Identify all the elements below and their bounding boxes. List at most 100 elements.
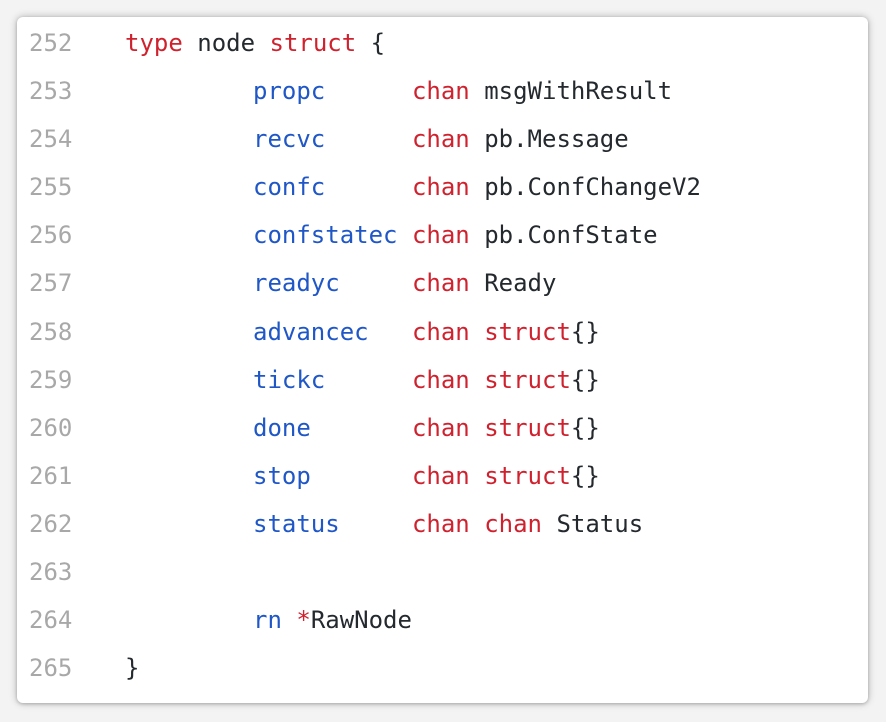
keyword-token: chan (411, 317, 470, 346)
code-token (340, 510, 412, 538)
code-line: 253 propc chan msgWithResult (17, 67, 868, 115)
field-name-token: propc (253, 77, 326, 106)
code-line: 260 done chan struct{} (17, 404, 868, 452)
code-token: pb.ConfChangeV2 (469, 173, 701, 202)
code-token: pb.Message (469, 125, 629, 154)
line-number: 252 (29, 29, 73, 57)
code-line: 254 recvc chan pb.Message (17, 115, 868, 163)
code-token: {} (570, 365, 600, 394)
line-number: 262 (29, 509, 73, 538)
keyword-token: chan (411, 125, 470, 154)
code-token (398, 221, 412, 249)
code-text: tickc chan struct{} (253, 356, 600, 404)
line-number: 263 (29, 558, 73, 587)
code-line: 252 type node struct { (17, 19, 868, 67)
field-name-token: done (253, 413, 311, 442)
code-text: } (125, 644, 139, 692)
code-token (325, 125, 412, 153)
code-text: confc chan pb.ConfChangeV2 (253, 163, 701, 211)
keyword-token: chan (411, 365, 470, 394)
line-number: 258 (29, 317, 73, 346)
code-text: done chan struct{} (253, 404, 600, 452)
code-token (325, 366, 412, 394)
code-text: status chan chan Status (253, 500, 643, 548)
keyword-token: chan (411, 509, 470, 538)
code-token: Ready (469, 269, 557, 298)
code-token: {} (570, 413, 600, 442)
field-name-token: advancec (253, 317, 369, 346)
code-token (470, 510, 484, 538)
code-text: advancec chan struct{} (253, 308, 600, 356)
code-token (311, 462, 412, 490)
field-name-token: recvc (253, 125, 326, 154)
code-line: 259 tickc chan struct{} (17, 356, 868, 404)
line-number: 260 (29, 413, 73, 442)
code-token (470, 414, 484, 442)
keyword-token: struct (484, 461, 571, 490)
keyword-token: struct (484, 365, 571, 394)
keyword-token: chan (484, 509, 542, 538)
code-token: node (182, 29, 270, 57)
code-token: RawNode (310, 606, 412, 635)
keyword-token: * (296, 606, 311, 635)
keyword-token: chan (411, 221, 470, 250)
code-token: pb.ConfState (469, 221, 658, 250)
code-token (470, 462, 484, 490)
code-token (325, 77, 412, 105)
code-token (340, 269, 412, 297)
line-number: 253 (29, 77, 73, 106)
code-line: 257 readyc chan Ready (17, 259, 868, 307)
field-name-token: confc (253, 173, 326, 202)
code-token (369, 318, 412, 346)
code-token (325, 173, 412, 201)
code-line: 262 status chan chan Status (17, 500, 868, 548)
code-text: propc chan msgWithResult (253, 67, 672, 115)
line-number: 255 (29, 173, 73, 202)
keyword-token: chan (411, 413, 470, 442)
code-text: readyc chan Ready (253, 259, 556, 307)
code-line: 255 confc chan pb.ConfChangeV2 (17, 163, 868, 211)
code-line: 263 (17, 548, 868, 596)
line-number: 259 (29, 365, 73, 394)
keyword-token: struct (484, 317, 571, 346)
code-text: confstatec chan pb.ConfState (253, 211, 658, 259)
code-text: stop chan struct{} (253, 452, 600, 500)
keyword-token: type (125, 29, 183, 57)
field-name-token: confstatec (253, 221, 398, 250)
code-token (282, 606, 296, 634)
line-number: 265 (29, 654, 73, 683)
keyword-token: struct (269, 29, 357, 57)
line-number: 261 (29, 461, 73, 490)
code-token: {} (570, 461, 600, 490)
line-number: 257 (29, 269, 73, 298)
field-name-token: tickc (253, 365, 326, 394)
code-line: 265} (17, 644, 868, 692)
keyword-token: chan (411, 77, 470, 106)
field-name-token: rn (253, 606, 282, 635)
code-text: rn *RawNode (253, 596, 412, 644)
code-token: } (125, 654, 140, 683)
field-name-token: readyc (253, 269, 340, 298)
keyword-token: chan (411, 461, 470, 490)
field-name-token: stop (253, 461, 311, 490)
code-line: 261 stop chan struct{} (17, 452, 868, 500)
keyword-token: chan (411, 173, 470, 202)
line-number: 264 (29, 606, 73, 635)
field-name-token: status (253, 509, 340, 538)
code-line: 256 confstatec chan pb.ConfState (17, 211, 868, 259)
line-number: 254 (29, 125, 73, 154)
keyword-token: chan (411, 269, 470, 298)
code-line: 264 rn *RawNode (17, 596, 868, 644)
code-text: type node struct { (125, 19, 385, 67)
code-token: { (356, 29, 386, 57)
code-token: Status (542, 509, 644, 538)
code-text: recvc chan pb.Message (253, 115, 629, 163)
code-line: 258 advancec chan struct{} (17, 308, 868, 356)
code-token (470, 366, 484, 394)
keyword-token: struct (484, 413, 571, 442)
code-token: {} (570, 317, 600, 346)
code-token (470, 318, 484, 346)
line-number: 256 (29, 221, 73, 250)
